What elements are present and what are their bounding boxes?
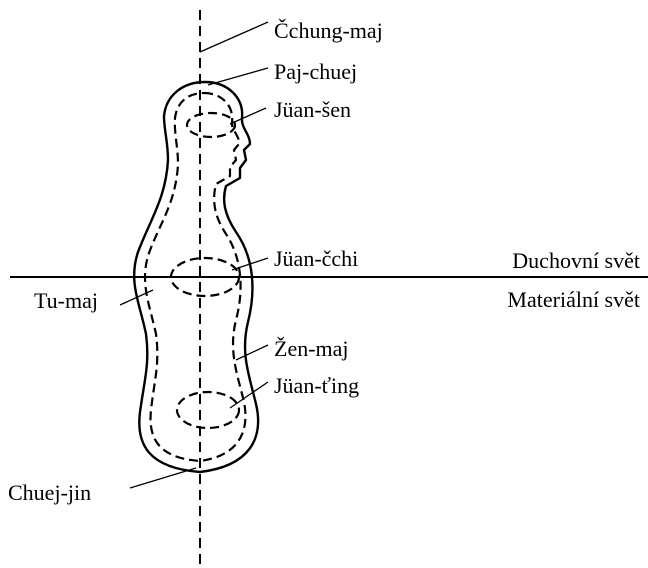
label-juan-sen: Jüan-šen (274, 97, 351, 122)
paj-chuej-leader (208, 68, 268, 85)
label-duchovni-svet: Duchovní svět (512, 248, 640, 273)
juan-ting-leader (230, 382, 268, 408)
juan-sen-leader (230, 108, 266, 124)
chuej-jin-leader (130, 468, 196, 488)
label-juan-cchi: Jüan-čchi (274, 246, 358, 271)
label-chuej-jin: Chuej-jin (8, 480, 91, 505)
label-zen-maj: Žen-maj (274, 336, 349, 361)
juan-sen-ellipse (187, 113, 235, 137)
zen-maj-leader (236, 345, 268, 360)
label-tu-maj: Tu-maj (34, 288, 98, 313)
label-juan-ting: Jüan-ťing (274, 373, 359, 398)
label-paj-chuej: Paj-chuej (274, 59, 357, 84)
chung-maj-leader (200, 22, 268, 52)
juan-ting-ellipse (177, 392, 239, 428)
label-materialni-svet: Materiální svět (507, 287, 640, 312)
label-chung-maj: Čchung-maj (274, 18, 383, 43)
